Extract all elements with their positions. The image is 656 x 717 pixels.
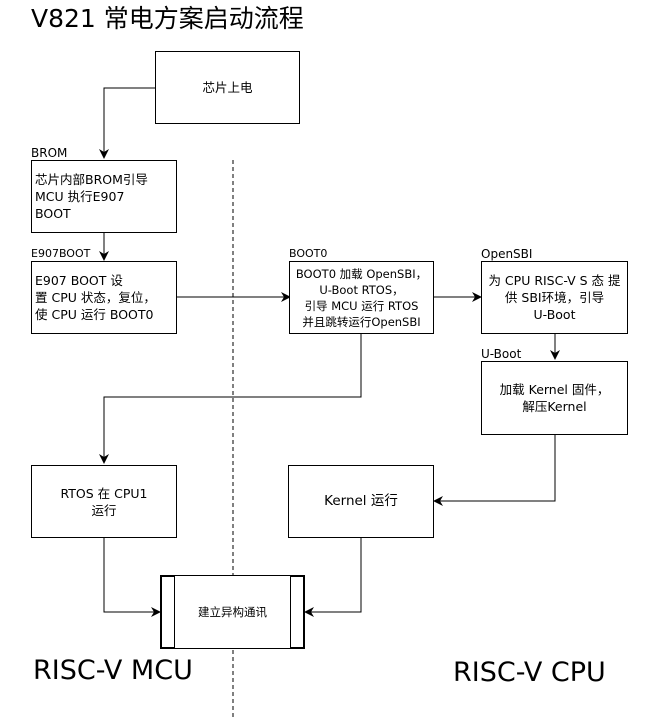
uboot-label: U-Boot [481,347,522,361]
power-on-node: 芯片上电 [155,51,300,124]
e907boot-text: E907 BOOT 设 置 CPU 状态，复位， 使 CPU 运行 BOOT0 [35,273,156,322]
kernel-node: Kernel 运行 [288,465,434,538]
brom-node: 芯片内部BROM引导 MCU 执行E907 BOOT [31,160,177,233]
power-on-text: 芯片上电 [202,80,253,95]
uboot-node: 加载 Kernel 固件， 解压Kernel [481,361,628,435]
arrow-rtos-to-ipc [103,538,161,617]
ipc-node: 建立异构通讯 [160,575,305,649]
kernel-text: Kernel 运行 [324,493,398,509]
boot0-text: BOOT0 加载 OpenSBI， U-Boot RTOS， 引导 MCU 运行… [295,266,428,329]
cpu-region-label: RISC-V CPU [453,657,606,688]
arrow-boot0-to-rtos [99,333,362,464]
boot0-label: BOOT0 [289,247,328,260]
ipc-text: 建立异构通讯 [198,604,267,619]
arrow-kernel-to-ipc [304,538,362,617]
diagram-title: V821 常电方案启动流程 [31,4,304,33]
boot0-node: BOOT0 加载 OpenSBI， U-Boot RTOS， 引导 MCU 运行… [289,261,434,334]
brom-text: 芯片内部BROM引导 MCU 执行E907 BOOT [35,172,148,221]
arrow-uboot-to-kernel [433,435,556,506]
e907boot-node: E907 BOOT 设 置 CPU 状态，复位， 使 CPU 运行 BOOT0 [31,261,177,334]
brom-label: BROM [31,146,68,160]
rtos-node: RTOS 在 CPU1 运行 [31,465,177,538]
arrow-poweron-to-brom [99,87,155,159]
opensbi-node: 为 CPU RISC-V S 态 提 供 SBI环境，引导 U-Boot [481,261,628,334]
ipc-right-bar [290,576,304,648]
mcu-region-label: RISC-V MCU [33,655,193,686]
rtos-text: RTOS 在 CPU1 运行 [60,485,148,518]
opensbi-text: 为 CPU RISC-V S 态 提 供 SBI环境，引导 U-Boot [488,273,621,322]
uboot-text: 加载 Kernel 固件， 解压Kernel [499,382,610,414]
opensbi-label: OpenSBI [481,247,533,261]
ipc-left-bar [161,576,175,648]
e907boot-label: E907BOOT [31,247,91,260]
